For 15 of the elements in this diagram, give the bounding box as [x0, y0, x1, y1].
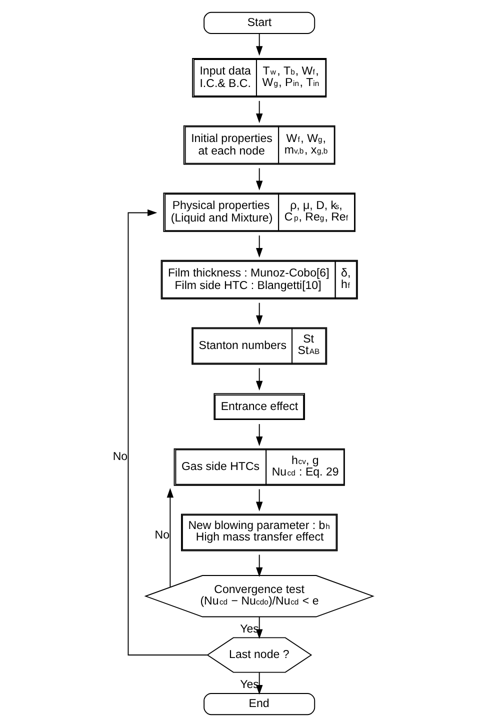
node-box: Start — [204, 12, 316, 34]
arrow — [256, 554, 263, 577]
arrow — [128, 209, 208, 656]
arrow — [256, 33, 263, 56]
arrow — [256, 168, 263, 190]
arrow — [256, 368, 263, 391]
edge-label: No — [112, 451, 128, 464]
arrow — [256, 235, 263, 258]
arrow — [256, 100, 263, 124]
edge-label: No — [154, 530, 170, 542]
arrow — [256, 424, 263, 446]
arrow — [256, 488, 263, 512]
arrow — [166, 488, 174, 588]
arrow — [256, 302, 263, 326]
node-box: End — [204, 692, 316, 716]
